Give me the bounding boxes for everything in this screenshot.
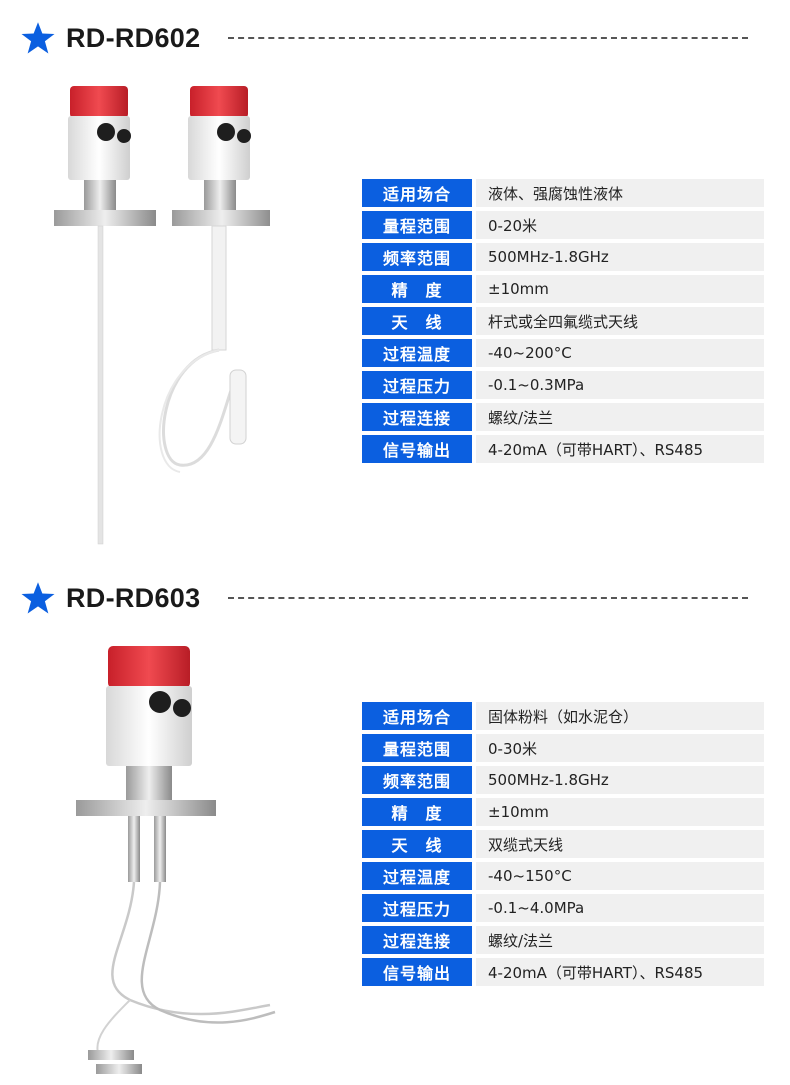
spec-row: 过程温度-40~200°C: [362, 339, 764, 367]
star-icon: [21, 22, 55, 54]
spec-label: 频率范围: [362, 766, 472, 794]
spec-value: 液体、强腐蚀性液体: [476, 179, 764, 207]
spec-row: 过程压力-0.1~0.3MPa: [362, 371, 764, 399]
spec-label: 天 线: [362, 830, 472, 858]
spec-value: 螺纹/法兰: [476, 403, 764, 431]
spec-label: 过程压力: [362, 894, 472, 922]
spec-row: 过程连接螺纹/法兰: [362, 926, 764, 954]
spec-value: ±10mm: [476, 275, 764, 303]
spec-row: 过程温度-40~150°C: [362, 862, 764, 890]
spec-value: 双缆式天线: [476, 830, 764, 858]
spec-value: 固体粉料（如水泥仓）: [476, 702, 764, 730]
spec-value: 0-30米: [476, 734, 764, 762]
star-icon: [21, 582, 55, 614]
spec-label: 过程温度: [362, 862, 472, 890]
spec-label: 过程压力: [362, 371, 472, 399]
model-title: RD-RD602: [66, 22, 201, 53]
dashed-divider: [228, 37, 748, 39]
spec-value: 500MHz-1.8GHz: [476, 243, 764, 271]
spec-label: 过程连接: [362, 403, 472, 431]
spec-row: 精 度±10mm: [362, 798, 764, 826]
spec-label: 精 度: [362, 275, 472, 303]
section-header: RD-RD602: [20, 18, 200, 58]
spec-row: 精 度±10mm: [362, 275, 764, 303]
product-image: [54, 86, 270, 545]
spec-label: 信号输出: [362, 958, 472, 986]
spec-value: -40~150°C: [476, 862, 764, 890]
spec-label: 适用场合: [362, 702, 472, 730]
spec-value: 0-20米: [476, 211, 764, 239]
spec-label: 信号输出: [362, 435, 472, 463]
spec-value: -0.1~0.3MPa: [476, 371, 764, 399]
product-image: [76, 646, 276, 1074]
spec-label: 频率范围: [362, 243, 472, 271]
spec-label: 天 线: [362, 307, 472, 335]
spec-value: 杆式或全四氟缆式天线: [476, 307, 764, 335]
spec-row: 天 线双缆式天线: [362, 830, 764, 858]
spec-label: 量程范围: [362, 734, 472, 762]
spec-value: 4-20mA（可带HART）、RS485: [476, 435, 764, 463]
model-title: RD-RD603: [66, 582, 201, 613]
spec-label: 过程连接: [362, 926, 472, 954]
spec-value: 4-20mA（可带HART）、RS485: [476, 958, 764, 986]
spec-value: 500MHz-1.8GHz: [476, 766, 764, 794]
spec-value: -0.1~4.0MPa: [476, 894, 764, 922]
spec-row: 天 线杆式或全四氟缆式天线: [362, 307, 764, 335]
dashed-divider: [228, 597, 748, 599]
section-header: RD-RD603: [20, 578, 200, 618]
spec-row: 过程压力-0.1~4.0MPa: [362, 894, 764, 922]
spec-label: 适用场合: [362, 179, 472, 207]
spec-label: 过程温度: [362, 339, 472, 367]
spec-value: 螺纹/法兰: [476, 926, 764, 954]
spec-row: 适用场合液体、强腐蚀性液体: [362, 179, 764, 207]
spec-row: 过程连接螺纹/法兰: [362, 403, 764, 431]
spec-row: 适用场合固体粉料（如水泥仓）: [362, 702, 764, 730]
spec-value: -40~200°C: [476, 339, 764, 367]
spec-label: 量程范围: [362, 211, 472, 239]
spec-value: ±10mm: [476, 798, 764, 826]
spec-label: 精 度: [362, 798, 472, 826]
